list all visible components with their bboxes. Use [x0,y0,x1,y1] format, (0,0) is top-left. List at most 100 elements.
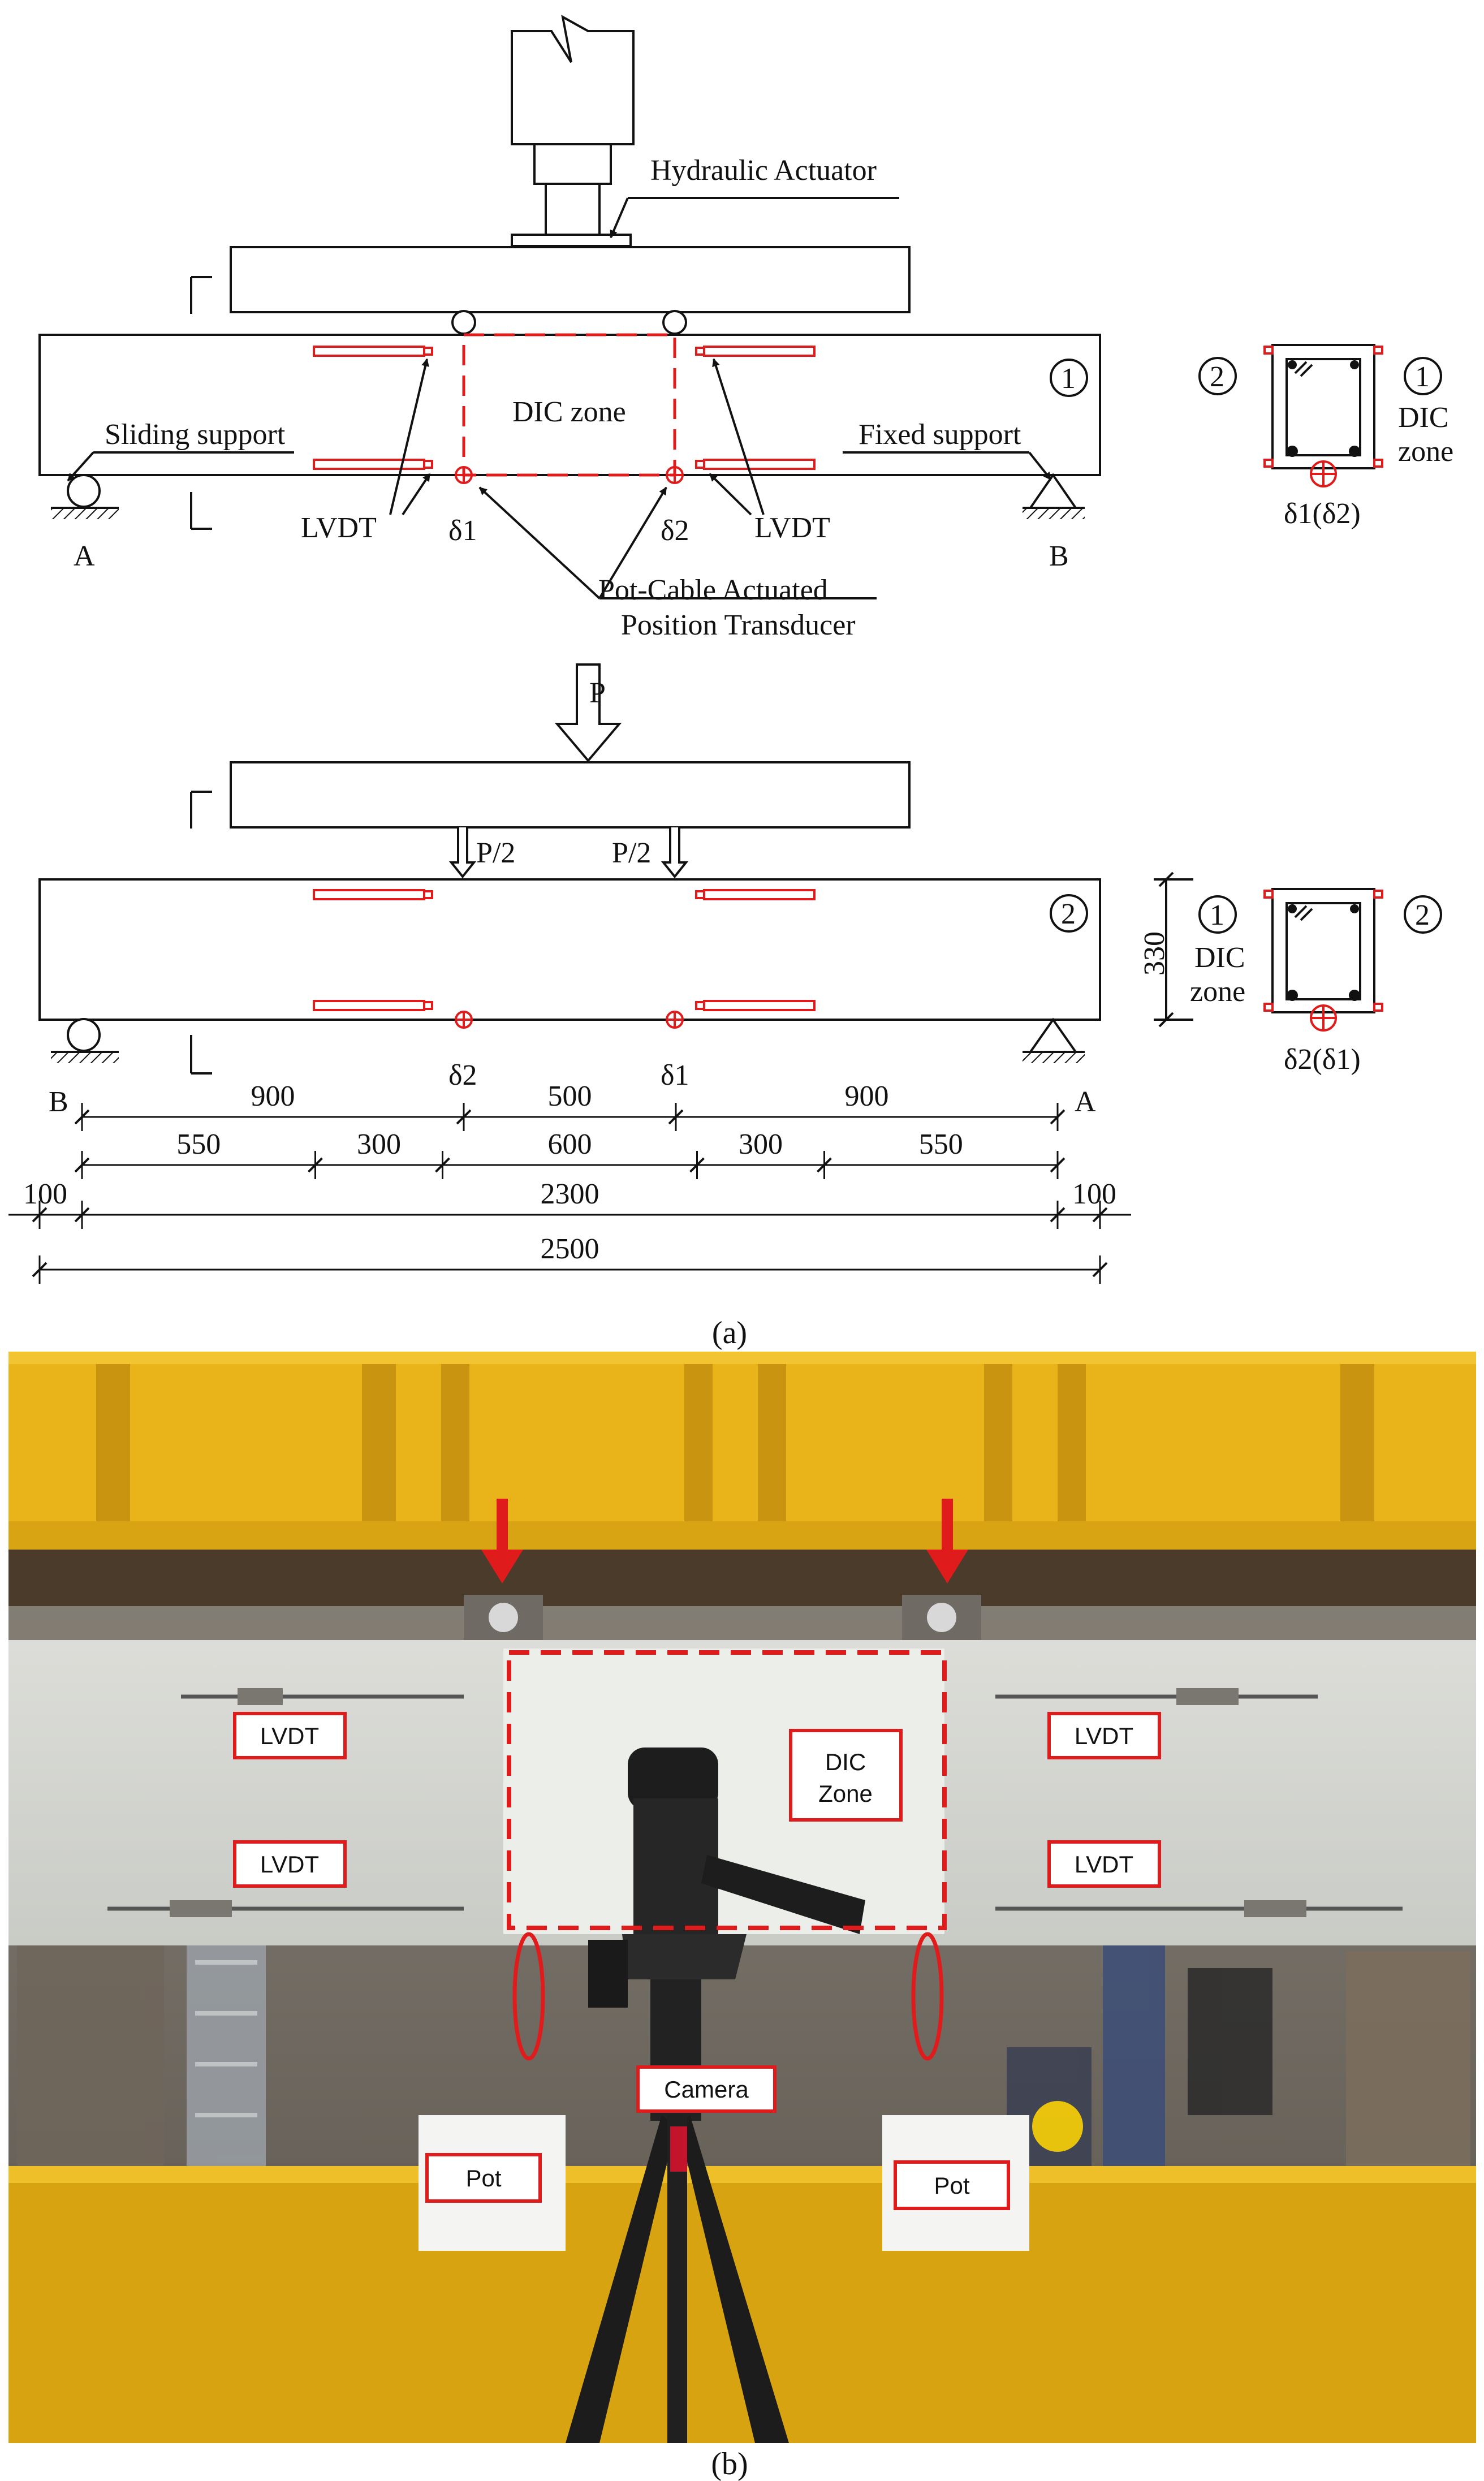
delta-right-lower: δ1 [661,1059,689,1091]
lvdt-bottom-right-box [1047,1840,1161,1888]
lvdt-icon [313,889,433,900]
lvdt-top-right-label: LVDT [1075,1723,1133,1749]
lvdt-icon [695,889,816,900]
spreader-beam-photo [8,1550,1476,1606]
dimension-label-row4-0: 2500 [541,1233,599,1265]
section-face-right-lower: 2 [1415,899,1430,931]
section-delta-label: δ1(δ2) [1284,498,1361,530]
support-a-label: A [74,540,95,572]
face-number: 1 [1061,363,1076,395]
hydraulic-actuator-icon [511,15,635,247]
dimension-label-row2-0: 550 [176,1128,221,1160]
pot-leader-left [478,486,601,599]
pot-cable-left-ellipse [512,1932,545,2061]
dimension-label-row3-0: 100 [23,1178,67,1210]
loading-frame [8,1352,1476,1646]
lvdt-icon [695,346,816,357]
hydraulic-actuator-label: Hydraulic Actuator [650,154,877,187]
lower-test-setup [38,663,1193,1075]
dimension-chains [8,1103,1131,1284]
pot-right-label: Pot [934,2172,969,2199]
half-load-right-label: P/2 [612,837,651,869]
dimension-label-row2-1: 300 [357,1128,401,1160]
dimension-label-row2-4: 550 [919,1128,963,1160]
dic-photo-line2: Zone [818,1780,873,1807]
steel-column [1103,1945,1165,2183]
dimension-label-row3-1: 2300 [541,1178,599,1210]
dimension-label-row1-2: 900 [845,1080,889,1112]
section-face-right: 1 [1415,361,1430,393]
upper-labels: Hydraulic Actuator DIC zone Sliding supp… [74,154,1076,641]
lvdt-icon [313,346,433,357]
load-roller-right [662,310,687,335]
lvdt-bottom-left-box [233,1840,347,1888]
lvdt-icon [695,1000,816,1011]
half-load-left-arrow-icon [448,827,477,879]
lower-cross-section [1198,888,1442,1032]
section-cut-mark-top [190,276,212,314]
panel-label-a: (a) [712,1315,747,1350]
test-beam-lower [38,878,1101,1021]
camera-box [636,2065,776,2113]
delta-left-label: δ1 [448,515,477,547]
section-face-left-lower: 1 [1210,899,1224,931]
half-load-right-arrow-icon [661,827,689,879]
lvdt-left-leader-bottom [402,473,431,516]
section-dic-line2: zone [1398,435,1453,468]
upper-cross-section [1198,344,1442,487]
delta-right-label: δ2 [661,515,689,547]
dic-zone-photo-box [789,1729,903,1822]
panel-label-b: (b) [711,2447,748,2481]
fixed-support-icon [1028,473,1078,509]
hard-hat [1032,2101,1083,2152]
upper-test-setup [38,15,1101,599]
spreader-beam-lower [230,761,911,829]
pot-left-label: Pot [465,2165,501,2191]
section-dic-line1-lower: DIC [1194,942,1245,974]
load-roller-left [451,310,476,335]
delta-left-lower: δ2 [448,1059,477,1091]
lvdt-bottom-right-label: LVDT [1075,1851,1133,1878]
lvdt-right-leader-top [712,358,765,515]
lvdt-left-label: LVDT [301,512,377,544]
lvdt-top-right-box [1047,1712,1161,1759]
lvdt-right-label: LVDT [754,512,830,544]
pot-left-box [425,2153,542,2203]
sliding-support-label: Sliding support [105,418,286,451]
dimension-label-row2-2: 600 [548,1128,592,1160]
support-b-lower: B [49,1086,68,1118]
dic-photo-line1: DIC [825,1749,866,1775]
actuator-leader-arrow [610,197,629,239]
dic-zone-label: DIC zone [512,396,626,428]
lvdt-right-leader-bottom [709,473,752,516]
pot-label-line1: Pot-Cable Actuated [598,574,828,606]
lvdt-top-left-label: LVDT [260,1723,319,1749]
fixed-support-label: Fixed support [859,418,1021,451]
lower-labels: P P/2 P/2 2 δ2 δ1 B A 330 [49,677,1171,1118]
pot-leader-right [598,486,667,599]
section-delta-label-lower: δ2(δ1) [1284,1043,1361,1076]
upper-cross-section-labels: 2 1 DIC zone δ1(δ2) [1210,361,1453,530]
load-p-arrow-icon [554,663,622,763]
lvdt-icon [313,1000,433,1011]
lvdt-top-left-box [233,1712,347,1759]
dimension-label-row3-2: 100 [1072,1178,1116,1210]
face-number-lower: 2 [1061,898,1076,930]
dic-zone-photo-outline [507,1650,947,1930]
load-arrows-photo [481,1499,968,1583]
pot-label-line2: Position Transducer [621,609,856,641]
lvdt-left-leader-top [389,358,429,515]
pot-cable-right-ellipse [911,1932,944,2061]
lvdt-bottom-left-label: LVDT [260,1851,319,1878]
dimension-label-row2-3: 300 [739,1128,783,1160]
lvdt-icon [313,459,433,470]
sliding-support-icon [67,474,101,508]
section-cut-mark-bottom [190,492,212,530]
height-dimension-label: 330 [1138,931,1171,976]
dimension-label-row1-1: 500 [548,1080,592,1112]
lvdt-icon [695,459,816,470]
dic-zone-outline [462,333,676,477]
face-number-circle [1050,359,1088,397]
